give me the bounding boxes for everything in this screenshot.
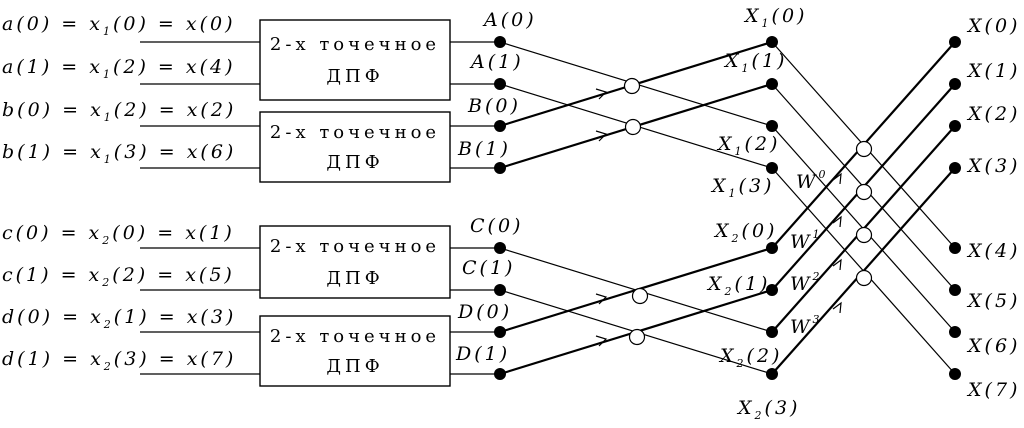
twiddle-labels: W0 W1 W2 W3 [790,168,829,338]
output-label: X(7) [966,379,1020,401]
signal-node [494,36,506,48]
crossing-nodes [623,77,873,346]
crossing-node [631,287,649,305]
signal-node [766,242,778,254]
stage2-label: X1(1) [723,50,787,75]
signal-node [949,120,961,132]
input-wires [140,41,260,375]
signal-node [949,162,961,174]
dft-block-subtitle: ДПФ [326,152,383,173]
input-label: a(1) = x1(2) = x(4) [2,56,236,81]
crossing-node [623,77,641,95]
crossing-node [628,328,646,346]
output-label: X(5) [966,290,1020,312]
stage2-label: X2(2) [718,345,782,370]
twiddle-label: W3 [790,313,823,338]
output-label: X(4) [966,240,1020,262]
dft-block-subtitle: ДПФ [326,356,383,377]
dft-block-title: 2-х точечное [270,236,440,257]
crossing-node [855,226,873,244]
signal-node [949,326,961,338]
output-label: X(6) [966,335,1020,357]
signal-node [494,326,506,338]
arrowhead [832,301,842,314]
signal-node [766,284,778,296]
stage1-label: A(0) [482,9,537,31]
dft-block: 2-х точечное ДПФ [259,225,451,299]
filled-nodes [494,36,961,380]
stage1-label: B(1) [457,138,511,160]
crossing-node [855,140,873,158]
signal-node [494,78,506,90]
crossing-node [855,269,873,287]
crossing-node [624,118,642,136]
stage2-label: X2(0) [713,220,777,245]
signal-node [766,326,778,338]
input-label: b(0) = x1(2) = x(2) [2,99,236,124]
arrowhead [595,88,608,100]
signal-node [766,78,778,90]
stage1-label: C(1) [462,257,515,279]
arrowhead [832,172,842,185]
signal-node [766,36,778,48]
signal-node [494,284,506,296]
stage1-labels: A(0) A(1) B(0) B(1) C(0) C(1) D(0) D(1) [455,9,537,365]
signal-node [949,284,961,296]
output-label: X(1) [966,60,1020,82]
arrowhead [595,293,608,305]
stage1-label: A(1) [469,51,524,73]
signal-node [949,78,961,90]
signal-node [494,162,506,174]
signal-node [766,162,778,174]
dft-block: 2-х точечное ДПФ [259,111,451,183]
block-output-wires [450,41,500,375]
dft-block-subtitle: ДПФ [326,268,383,289]
stage2-label: X1(2) [716,133,780,158]
dft-block: 2-х точечное ДПФ [259,315,451,387]
signal-node [949,368,961,380]
input-label: c(1) = x2(2) = x(5) [2,264,235,289]
arrowhead [832,215,842,228]
input-label: d(1) = x2(3) = x(7) [2,348,236,373]
arrowhead [595,130,608,142]
signal-node [949,36,961,48]
output-label: X(3) [966,155,1020,177]
signal-node [494,242,506,254]
signal-node [494,120,506,132]
signal-node [766,368,778,380]
stage1-label: D(1) [455,343,510,365]
dft-block-title: 2-х точечное [270,122,440,143]
dft-block: 2-х точечное ДПФ [259,19,451,101]
crossing-node [855,183,873,201]
arrowhead [832,258,842,271]
output-label: X(0) [966,15,1020,37]
dft-block-title: 2-х точечное [270,34,440,55]
input-label: b(1) = x1(3) = x(6) [2,141,236,166]
arrowhead [595,335,608,347]
input-labels: a(0) = x1(0) = x(0) a(1) = x1(2) = x(4) … [2,13,236,373]
signal-node [766,120,778,132]
output-label: X(2) [966,103,1020,125]
twiddle-label: W1 [790,228,823,253]
stage2-label: X1(3) [710,175,774,200]
stage2-labels: X1(0) X1(1) X1(2) X1(3) X2(0) X2(1) X2(2… [706,5,807,422]
output-labels: X(0) X(1) X(2) X(3) X(4) X(5) X(6) X(7) [966,15,1020,401]
signal-node [949,242,961,254]
arrowheads [595,88,842,347]
input-label: c(0) = x2(0) = x(1) [2,222,235,247]
twiddle-label: W2 [790,270,823,295]
stage1-label: B(0) [467,95,521,117]
stage1-label: D(0) [457,301,512,323]
dft-block-subtitle: ДПФ [326,66,383,87]
signal-node [494,368,506,380]
stage2-label: X2(1) [706,273,770,298]
stage1-label: C(0) [470,215,523,237]
dft-block-title: 2-х точечное [270,326,440,347]
stage2-label: X2(3) [736,397,800,422]
input-label: d(0) = x2(1) = x(3) [2,306,236,331]
twiddle-label: W0 [796,168,829,193]
stage2-label: X1(0) [743,5,807,30]
input-label: a(0) = x1(0) = x(0) [2,13,236,38]
